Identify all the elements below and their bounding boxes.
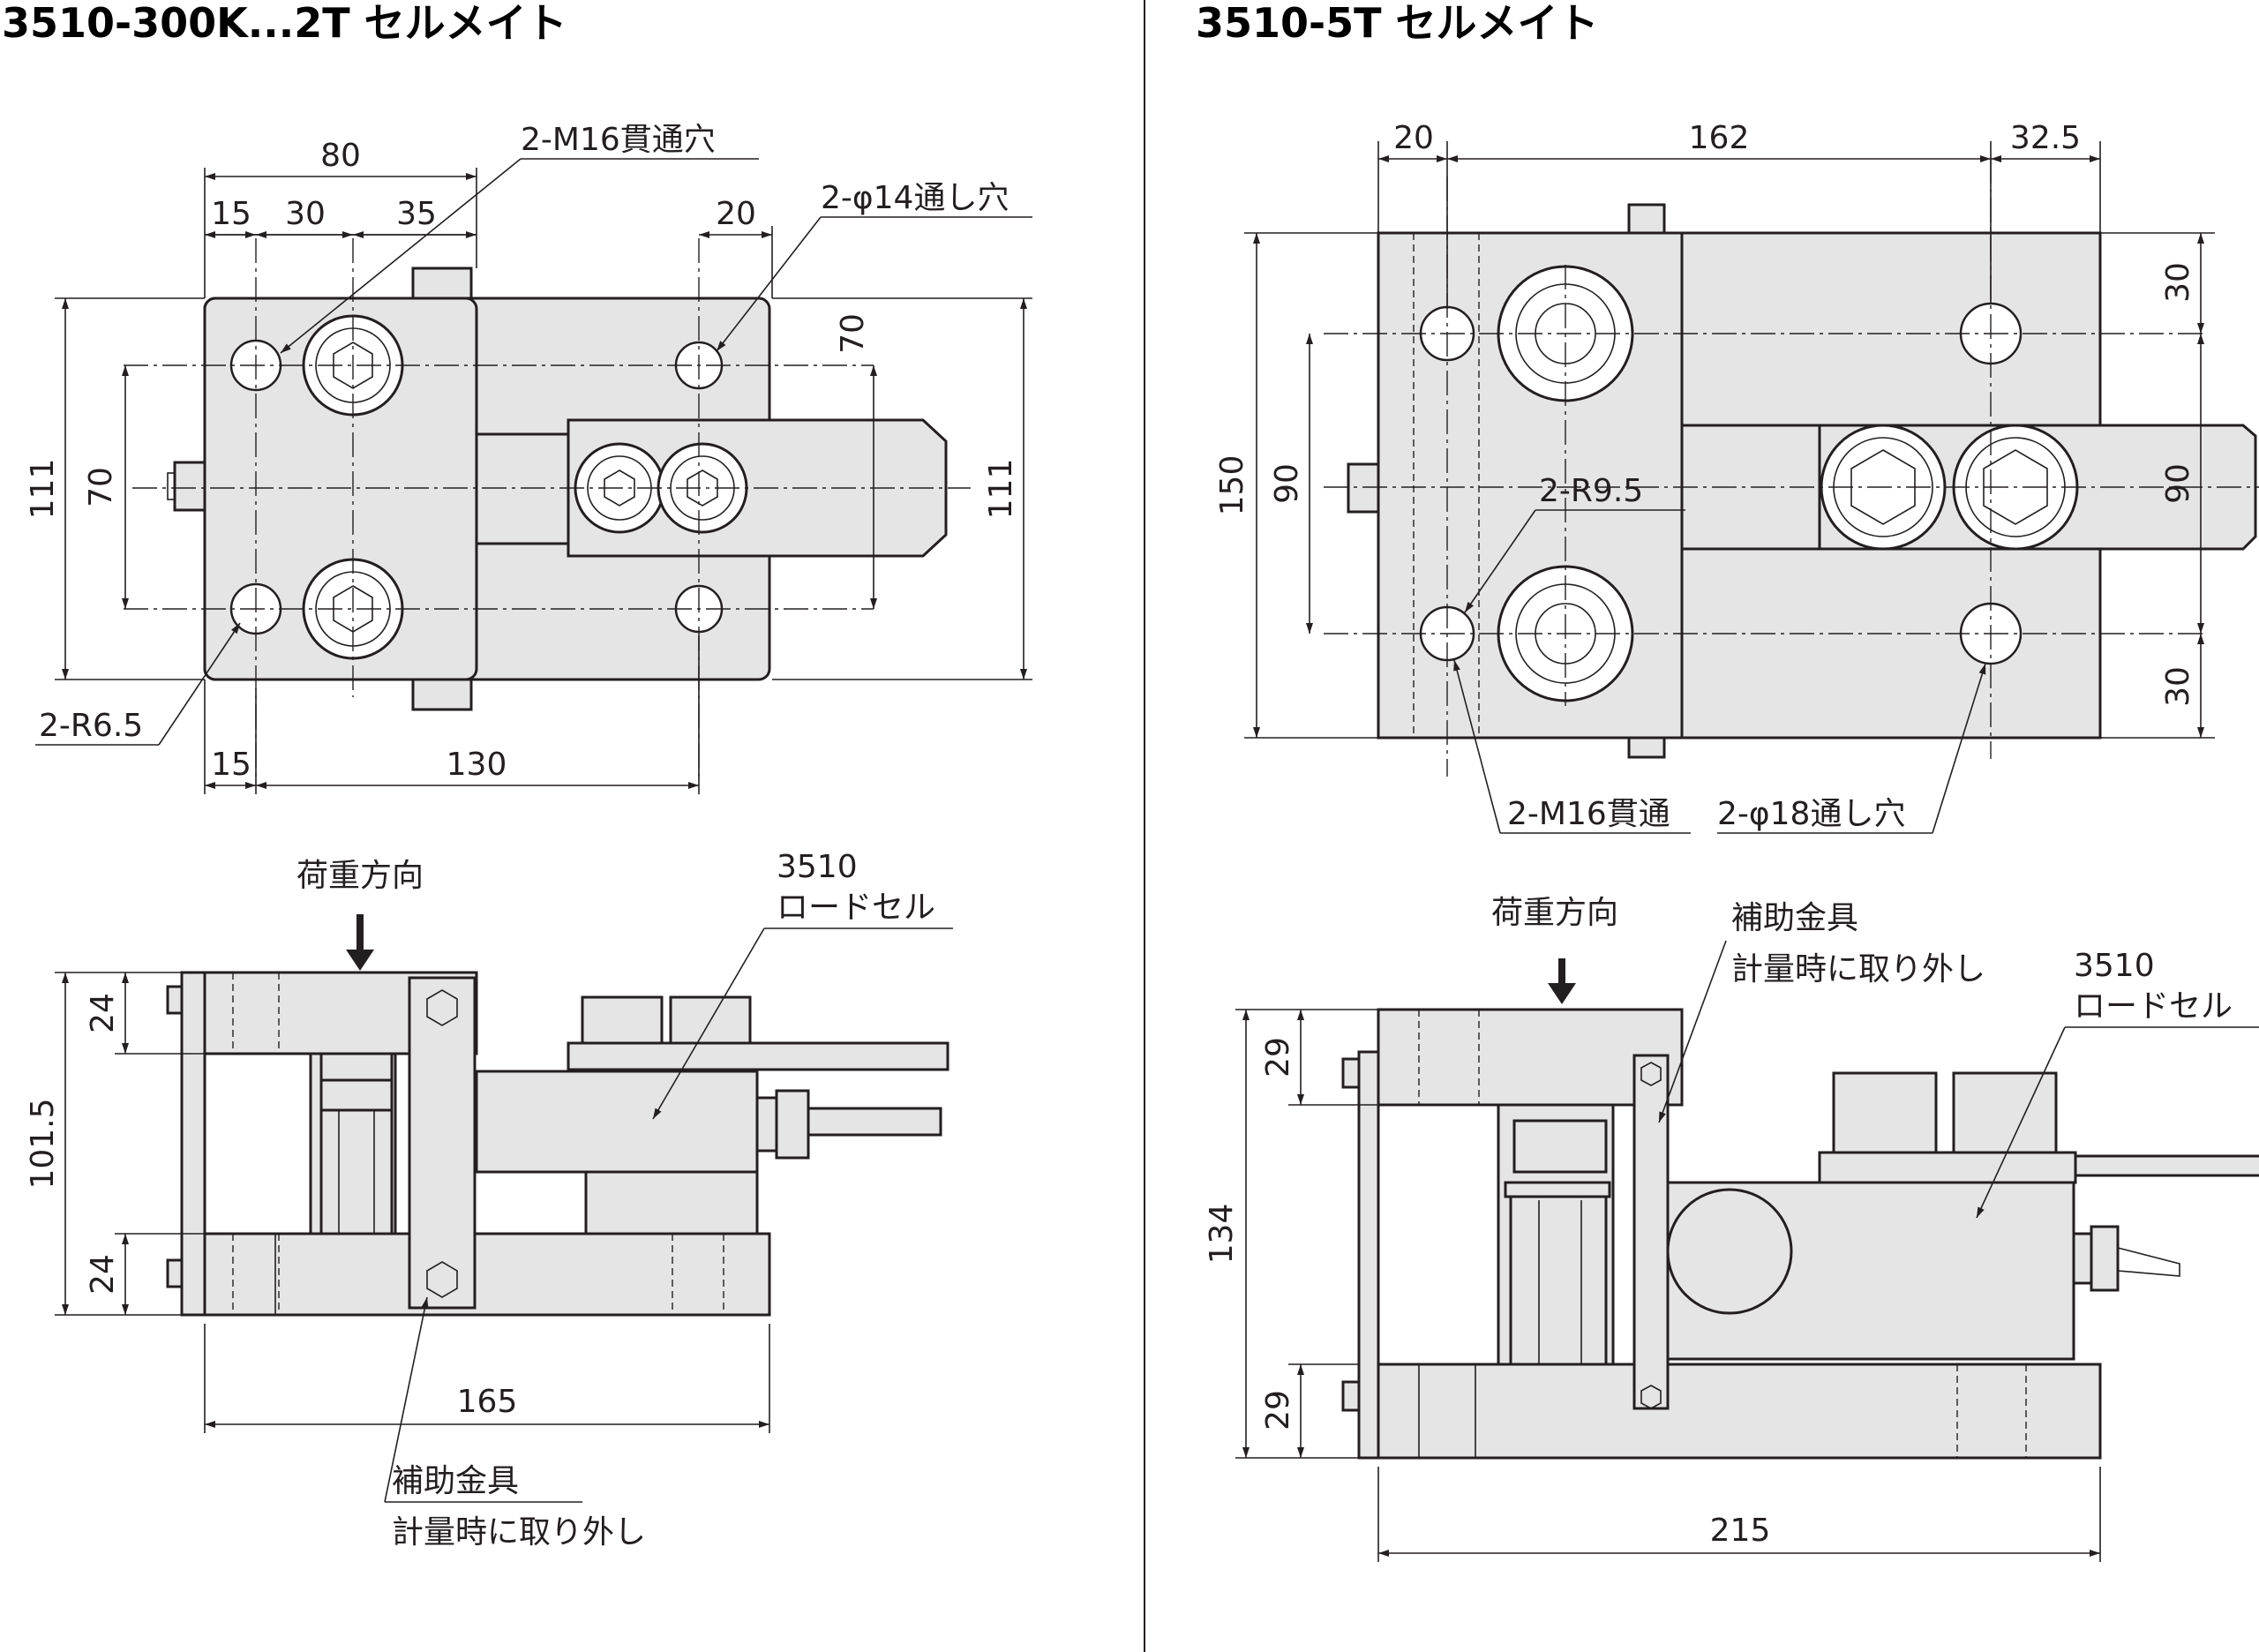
- label-left-side_view-loadcell_name: ロードセル: [777, 890, 935, 926]
- label-right-side_view-loadcell_name: ロードセル: [2074, 988, 2233, 1025]
- label-left-side_view-bracket_line2: 計量時に取り外し: [392, 1514, 646, 1551]
- left-stud-top: [411, 267, 473, 300]
- label-right-side_view-load_direction: 荷重方向: [1491, 895, 1618, 931]
- left-side-loadcell: [475, 1070, 759, 1174]
- label-right-top_view-dims-d20: 20: [1393, 120, 1434, 156]
- label-right-side_view-dims-d134: 134: [1204, 1204, 1240, 1265]
- label-left-top_view-dims-d30: 30: [285, 196, 326, 232]
- left-top-view: 80 15 30 35 20 111 70 70 111 15 130 2-: [25, 122, 1032, 794]
- label-right-side_view-loadcell_model: 3510: [2074, 948, 2155, 984]
- label-right-side_view-dims-d215: 215: [1710, 1513, 1771, 1549]
- label-right-top_view-callouts-phi18: 2-φ18通し穴: [1717, 796, 1905, 832]
- label-left-top_view-dims-d130: 130: [447, 747, 507, 783]
- right-side-bracket: [1632, 1054, 1670, 1410]
- label-right-top_view-dims-d90l: 90: [1269, 463, 1305, 504]
- left-stud-bottom: [411, 678, 473, 711]
- label-right-top_view-dims-d90r: 90: [2160, 463, 2196, 504]
- right-top-view: 20 162 32.5 150 90 30 90 30 2-R9.5 2-M16…: [1214, 120, 2259, 834]
- label-left-top_view-callouts-r65: 2-R6.5: [39, 708, 143, 744]
- right-side-base: [1377, 1363, 2102, 1460]
- left-side-base: [203, 1232, 771, 1317]
- label-right-top_view-callouts-r95: 2-R9.5: [1539, 473, 1643, 509]
- left-title: 3510-300K...2T セルメイト: [2, 0, 567, 47]
- label-left-top_view-dims-d70l: 70: [83, 467, 119, 507]
- label-right-side_view-bracket_line1: 補助金具: [1731, 900, 1858, 936]
- right-side-view: 荷重方向 補助金具 計量時に取り外し 3510 ロードセル 29 134 29 …: [1204, 895, 2259, 1562]
- label-left-side_view-bracket_line1: 補助金具: [392, 1463, 519, 1499]
- label-right-top_view-dims-d325: 32.5: [2010, 120, 2081, 156]
- label-left-top_view-dims-d20: 20: [716, 196, 756, 232]
- label-right-side_view-bracket_line2: 計量時に取り外し: [1731, 951, 1985, 987]
- label-left-top_view-dims-d15b: 15: [211, 747, 251, 783]
- label-left-top_view-callouts-m16: 2-M16貫通穴: [521, 122, 716, 158]
- label-left-side_view-dims-d165: 165: [457, 1384, 518, 1420]
- left-connector: [475, 432, 570, 545]
- label-left-top_view-dims-d35: 35: [396, 196, 437, 232]
- label-left-top_view-dims-d70r: 70: [835, 313, 871, 354]
- left-stud-left: [173, 461, 206, 512]
- label-left-top_view-dims-d80: 80: [320, 138, 361, 174]
- label-right-top_view-dims-d30b: 30: [2160, 666, 2196, 707]
- label-right-side_view-dims-d29a: 29: [1260, 1037, 1296, 1078]
- label-left-side_view-dims-d24a: 24: [85, 993, 121, 1033]
- label-left-top_view-dims-d111l: 111: [25, 459, 61, 520]
- label-right-top_view-dims-d30a: 30: [2160, 262, 2196, 303]
- label-left-side_view-dims-d24b: 24: [85, 1254, 121, 1295]
- label-left-top_view-callouts-phi14: 2-φ14通し穴: [821, 180, 1009, 216]
- right-side-loadcell: [1657, 1181, 2075, 1361]
- left-side-bracket: [408, 976, 477, 1310]
- label-right-top_view-dims-d150: 150: [1214, 455, 1250, 516]
- label-left-side_view-dims-d1015: 101.5: [25, 1098, 61, 1189]
- label-left-top_view-dims-d111r: 111: [983, 459, 1019, 520]
- label-right-side_view-dims-d29b: 29: [1260, 1390, 1296, 1430]
- label-right-top_view-callouts-m16: 2-M16貫通: [1507, 796, 1670, 832]
- left-side-view: 荷重方向 3510 ロードセル 24 101.5 24 165 補助金具 計量時…: [25, 849, 953, 1551]
- label-right-top_view-dims-d162: 162: [1689, 120, 1750, 156]
- label-left-top_view-dims-d15a: 15: [211, 196, 251, 232]
- label-left-side_view-loadcell_model: 3510: [777, 849, 858, 885]
- label-left-side_view-load_direction: 荷重方向: [296, 858, 424, 894]
- right-title: 3510-5T セルメイト: [1196, 0, 1599, 47]
